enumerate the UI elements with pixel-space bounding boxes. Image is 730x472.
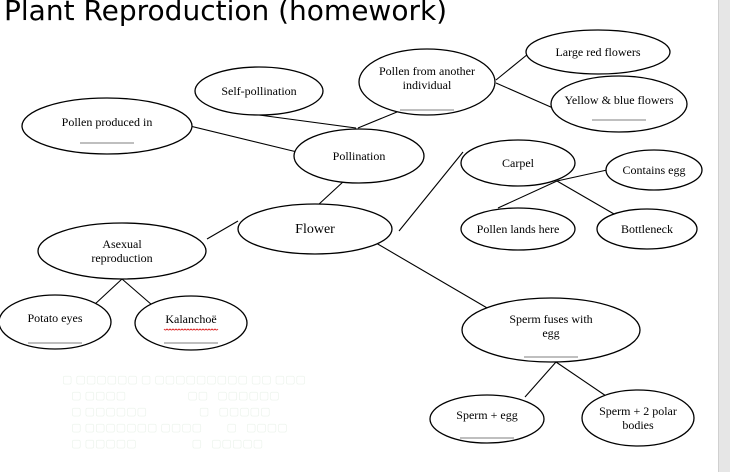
connector-line: [524, 361, 557, 398]
node-label: Pollen produced in: [62, 115, 153, 129]
connector-lines: [93, 53, 615, 399]
connector-line: [189, 125, 298, 153]
node-ellipse: [194, 66, 324, 116]
node-label: Sperm fuses with: [509, 312, 592, 326]
window-edge-strip: [718, 0, 730, 472]
node-ellipse: [237, 203, 393, 255]
node-label: Sperm + egg: [456, 408, 517, 422]
connector-line: [375, 242, 495, 313]
connector-line: [556, 169, 608, 182]
connector-line: [317, 180, 345, 206]
node-pollination: Pollination: [293, 128, 425, 184]
node-ellipse: [460, 207, 576, 251]
node-ellipse: [605, 149, 703, 191]
node-pollen-lands-here: Pollen lands here: [460, 207, 576, 251]
node-label: reproduction: [91, 251, 152, 265]
node-flower: Flower: [237, 203, 393, 255]
node-ellipse: [525, 29, 671, 75]
node-label: Bottleneck: [621, 222, 673, 236]
node-potato-eyes: Potato eyes: [0, 294, 112, 350]
node-label: individual: [403, 78, 452, 92]
node-self-pollination: Self-pollination: [194, 66, 324, 116]
node-label: Kalanchoë: [165, 312, 216, 326]
node-label: Yellow & blue flowers: [564, 93, 673, 107]
connector-line: [357, 111, 398, 129]
node-sperm-egg: Sperm + egg: [429, 394, 545, 444]
node-ellipse: [358, 48, 496, 116]
node-ellipse: [461, 297, 641, 363]
node-large-red-flowers: Large red flowers: [525, 29, 671, 75]
spellcheck-underline: [163, 328, 219, 331]
node-label: Sperm + 2 polar: [599, 404, 677, 418]
node-contains-egg: Contains egg: [605, 149, 703, 191]
node-label: Pollen from another: [379, 64, 475, 78]
node-bottleneck: Bottleneck: [596, 208, 698, 250]
connector-line: [93, 278, 123, 306]
connector-line: [121, 278, 153, 306]
node-label: Pollination: [333, 149, 386, 163]
connector-line: [555, 361, 610, 399]
connector-line: [556, 180, 615, 215]
node-label: Contains egg: [623, 163, 686, 177]
node-label: Potato eyes: [28, 311, 83, 325]
connector-line: [495, 82, 554, 109]
node-pollen-produced-in: Pollen produced in: [21, 97, 193, 155]
node-ellipse: [21, 97, 193, 155]
page-title: Plant Reproduction (homework): [4, 0, 448, 27]
concept-nodes: Pollen produced inSelf-pollinationPollen…: [0, 29, 703, 447]
node-label: Asexual: [102, 237, 142, 251]
node-label: Pollen lands here: [477, 222, 560, 236]
node-ellipse: [581, 389, 695, 447]
node-label: egg: [542, 326, 559, 340]
node-label: Flower: [295, 222, 335, 237]
node-label: Carpel: [502, 156, 535, 170]
node-ellipse: [37, 222, 207, 280]
node-ellipse: [0, 294, 112, 350]
node-kalanchoe: Kalanchoë: [134, 295, 248, 351]
connector-line: [398, 151, 464, 232]
node-label: bodies: [622, 418, 654, 432]
node-carpel: Carpel: [460, 139, 576, 187]
node-label: Self-pollination: [221, 84, 296, 98]
node-ellipse: [293, 128, 425, 184]
connector-line: [206, 220, 239, 240]
connector-line: [497, 180, 558, 209]
node-ellipse: [429, 394, 545, 444]
node-ellipse: [134, 295, 248, 351]
node-ellipse: [550, 75, 688, 133]
node-yellow-blue-flowers: Yellow & blue flowers: [550, 75, 688, 133]
node-ellipse: [460, 139, 576, 187]
node-ellipse: [596, 208, 698, 250]
node-label: Large red flowers: [555, 45, 640, 59]
connector-line: [258, 114, 357, 129]
connector-line: [495, 53, 529, 81]
